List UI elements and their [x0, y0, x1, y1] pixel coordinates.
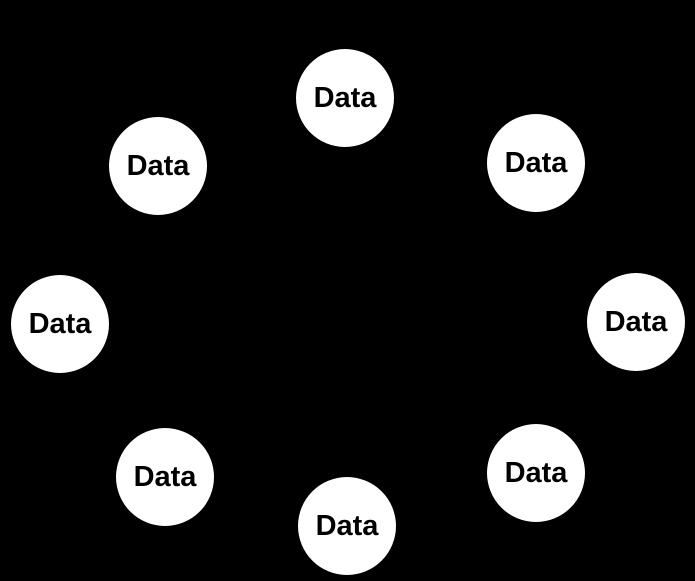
graph-node-top: Data [296, 49, 394, 147]
graph-node-bottom: Data [298, 477, 396, 575]
graph-node-lower-left: Data [116, 428, 214, 526]
graph-node-upper-right: Data [487, 114, 585, 212]
node-label: Data [313, 81, 377, 114]
node-label: Data [315, 509, 379, 542]
node-label: Data [126, 149, 190, 182]
node-label: Data [504, 456, 568, 489]
graph-node-left: Data [11, 275, 109, 373]
node-label: Data [28, 307, 92, 340]
graph-node-right: Data [587, 273, 685, 371]
node-label: Data [604, 305, 668, 338]
graph-node-lower-right: Data [487, 424, 585, 522]
graph-node-upper-left: Data [109, 117, 207, 215]
node-label: Data [133, 460, 197, 493]
node-label: Data [504, 146, 568, 179]
